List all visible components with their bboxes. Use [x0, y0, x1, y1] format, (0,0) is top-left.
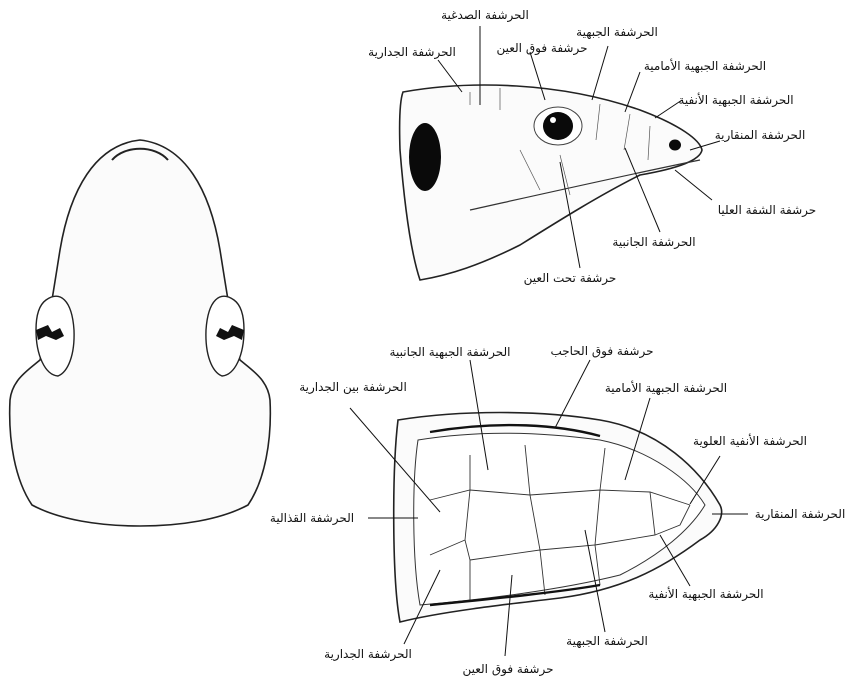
label-subocular: حرشفة تحت العين	[524, 271, 617, 286]
label-loreal: الحرشفة الجانبية	[612, 235, 695, 250]
label-rostral-top: الحرشفة المنقارية	[755, 507, 846, 522]
label-supranasal: الحرشفة الأنفية العلوية	[693, 433, 807, 449]
label-parietal: الحرشفة الجدارية	[368, 45, 456, 60]
label-prefrontal: الحرشفة الجبهية الأمامية	[644, 58, 766, 74]
label-supraciliary: حرشفة فوق الحاجب	[550, 344, 653, 359]
label-parietal-top: الحرشفة الجدارية	[324, 647, 412, 662]
label-interparietal: الحرشفة بين الجدارية	[299, 380, 407, 395]
label-supralabial: حرشفة الشفة العليا	[718, 203, 816, 218]
label-temporal: الحرشفة الصدغية	[441, 8, 529, 23]
label-supraocular-top: حرشفة فوق العين	[462, 662, 553, 677]
label-lateral-frontal: الحرشفة الجبهية الجانبية	[390, 345, 511, 360]
label-frontonasal: الحرشفة الجبهية الأنفية	[678, 92, 793, 108]
label-occipital: الحرشفة القذالية	[270, 511, 354, 526]
label-rostral: الحرشفة المنقارية	[715, 128, 806, 143]
label-supraocular: حرشفة فوق العين	[496, 41, 587, 56]
label-prefrontal-top: الحرشفة الجبهية الأمامية	[605, 380, 727, 396]
label-frontal: الحرشفة الجبهية	[576, 25, 658, 40]
label-frontal-top: الحرشفة الجبهية	[566, 634, 648, 649]
label-frontonasal-top: الحرشفة الجبهية الأنفية	[648, 586, 763, 602]
dorsal-head-illustration	[10, 140, 271, 526]
lateral-head-illustration	[400, 85, 702, 280]
ear-opening-icon	[409, 123, 441, 191]
nostril-icon	[669, 140, 681, 151]
eye-icon	[534, 107, 582, 145]
